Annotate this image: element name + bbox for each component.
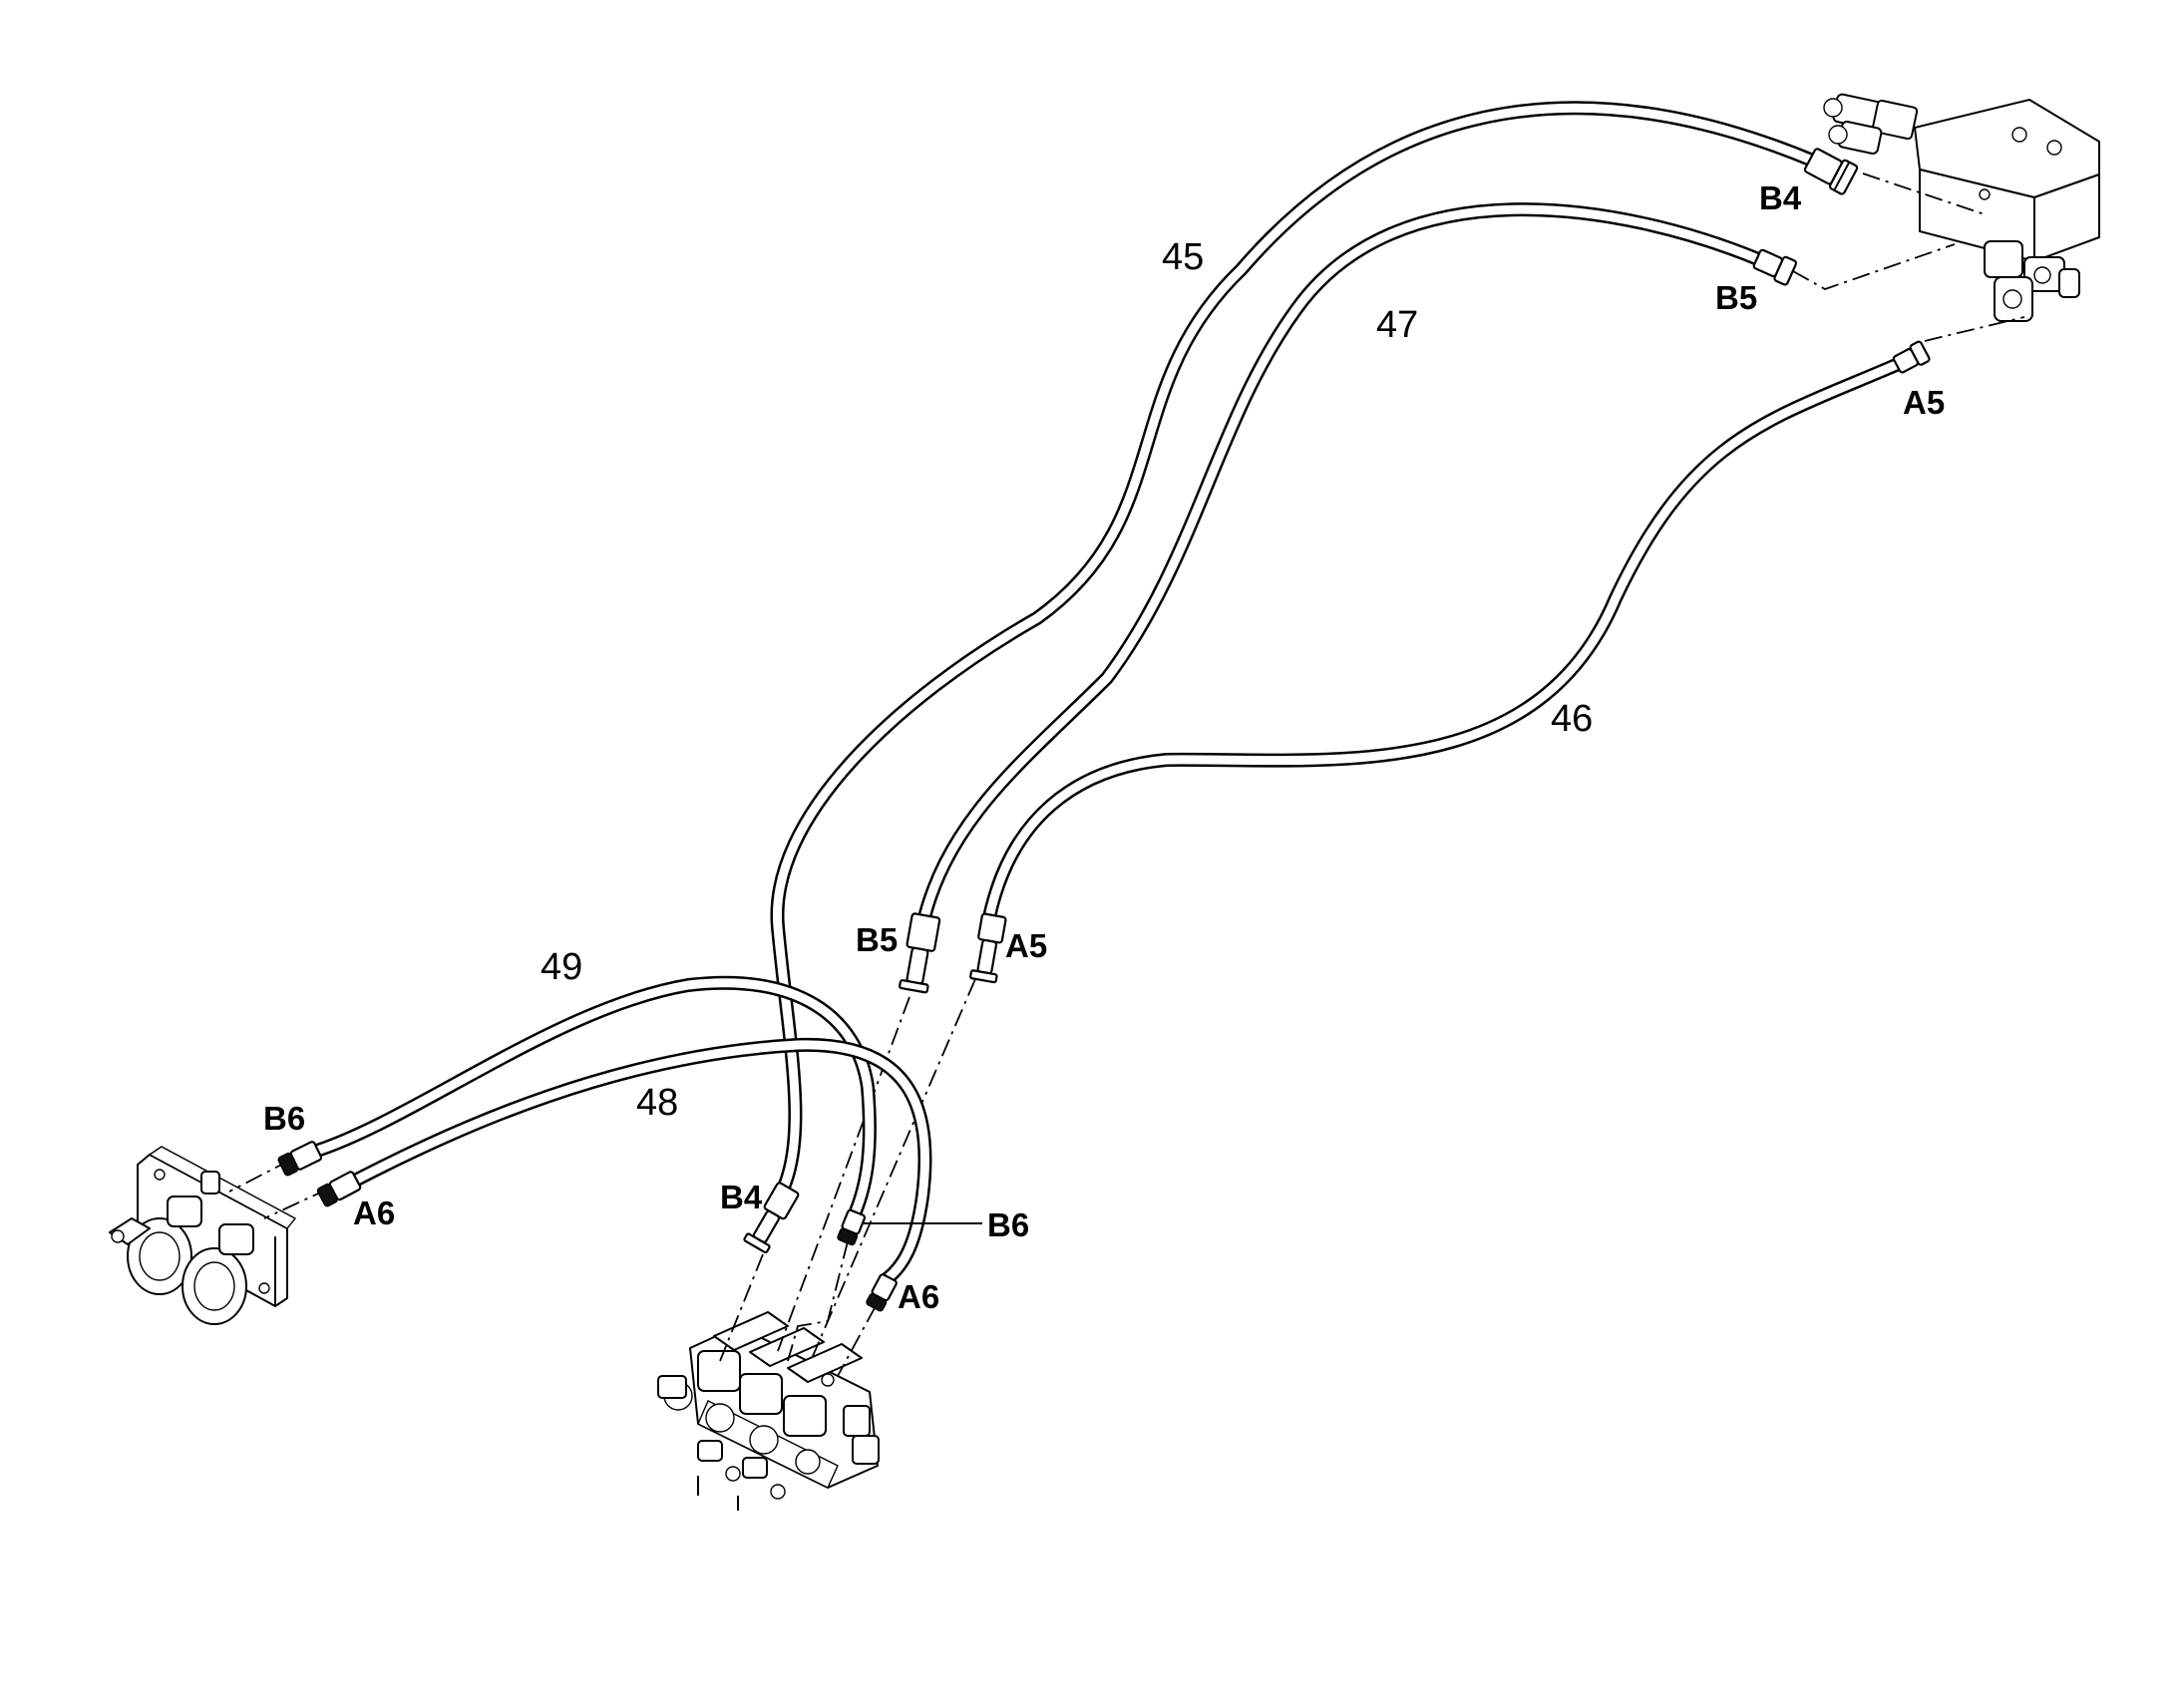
port-label-bottom-b6: B6 [987,1206,1029,1243]
item-number-48: 48 [636,1082,678,1124]
connection-lines [228,172,2025,1377]
port-label-mid-b5: B5 [856,921,898,958]
port-label-left-a6: A6 [353,1195,395,1231]
port-label-left-b6: B6 [263,1100,305,1137]
port-label-bottom-a6: A6 [898,1278,939,1315]
item-number-49: 49 [541,946,582,988]
hose-45 [770,101,1822,1200]
top-right-valve-block [1823,93,2100,322]
main-control-valve [657,1311,880,1511]
port-label-top-a5: A5 [1903,384,1945,421]
item-number-47: 47 [1376,304,1418,346]
item-number-46: 46 [1551,698,1593,740]
item-number-45: 45 [1162,236,1204,278]
hoses [310,101,1917,1285]
port-label-bottom-b4: B4 [720,1179,763,1215]
hose-fittings [277,148,1931,1312]
port-label-top-b5: B5 [1715,279,1757,316]
hose-48 [348,1037,932,1285]
left-valve-plate [109,1146,297,1325]
port-label-top-b4: B4 [1759,179,1802,216]
port-label-mid-a5: A5 [1005,927,1047,964]
